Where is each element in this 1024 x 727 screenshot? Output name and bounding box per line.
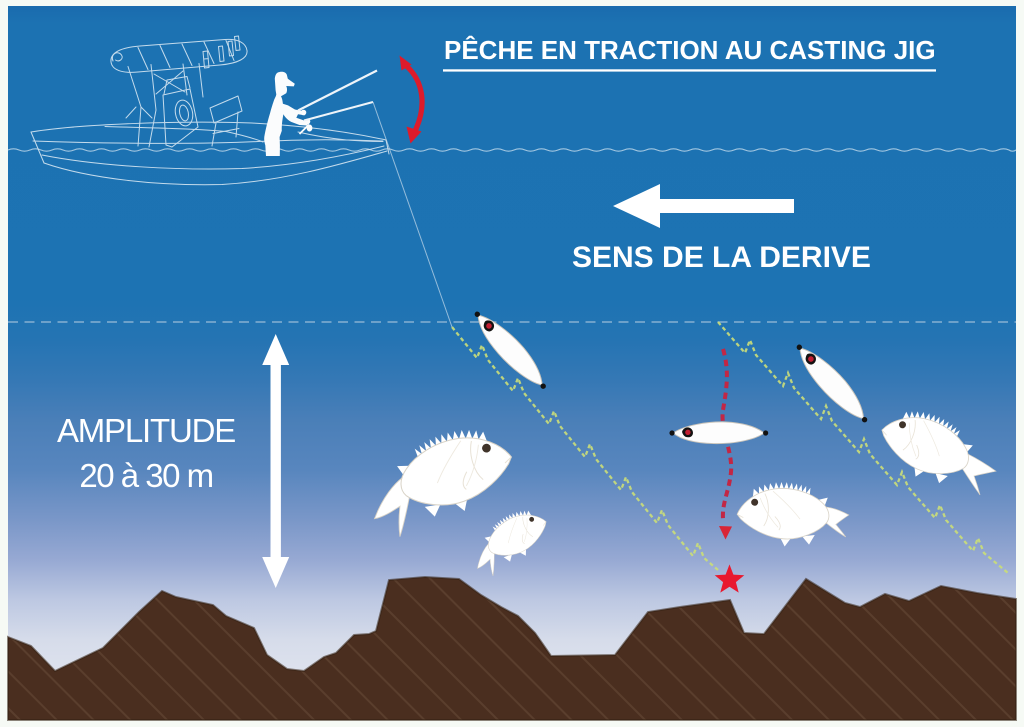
svg-text:SENS DE LA DERIVE: SENS DE LA DERIVE — [572, 241, 871, 274]
svg-text:AMPLITUDE: AMPLITUDE — [57, 412, 235, 449]
svg-text:PÊCHE EN TRACTION AU CASTING J: PÊCHE EN TRACTION AU CASTING JIG — [444, 35, 936, 65]
svg-text:20 à 30 m: 20 à 30 m — [79, 457, 212, 494]
